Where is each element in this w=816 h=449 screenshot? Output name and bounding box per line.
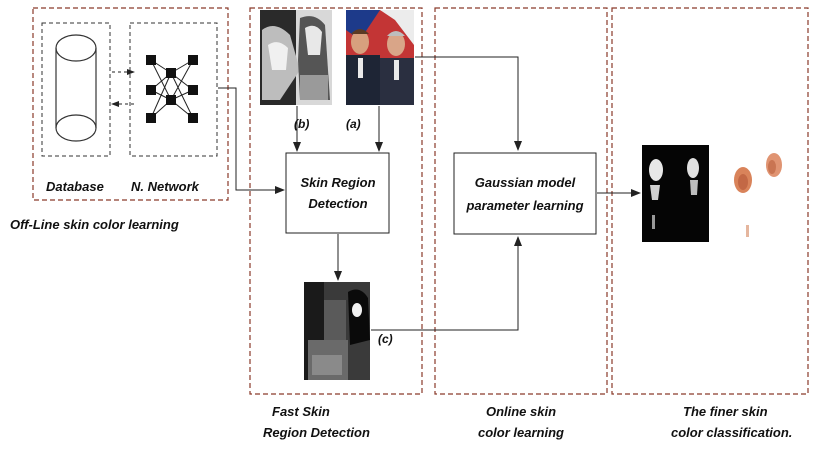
finer-panel-border [611, 7, 809, 395]
gaussian-box-line1: Gaussian model [475, 175, 576, 190]
panel-borders [32, 7, 809, 395]
finer-caption-line1: The finer skin [683, 404, 768, 419]
image-b [260, 10, 332, 105]
offline-panel-border [32, 7, 229, 201]
online-caption-line2: color learning [478, 425, 564, 440]
network-box [129, 22, 218, 157]
gaussian-box-line2: parameter learning [465, 198, 583, 213]
label-b: (b) [294, 117, 309, 131]
image-a [346, 10, 414, 105]
database-label: Database [46, 179, 104, 194]
detection-box-line1: Skin Region [300, 175, 375, 190]
fast-caption-line2: Region Detection [263, 425, 370, 440]
online-panel-border [434, 7, 608, 395]
neural-network-icon [146, 55, 198, 123]
online-caption-line1: Online skin [486, 404, 556, 419]
skin-region-detection-box [285, 152, 390, 234]
image-finer-skin [728, 145, 793, 242]
network-label: N. Network [131, 179, 200, 194]
gaussian-model-box [453, 152, 597, 235]
label-c: (c) [378, 332, 393, 346]
database-icon [55, 34, 97, 142]
arrow-network-to-detection [218, 87, 285, 194]
offline-caption: Off-Line skin color learning [10, 217, 179, 232]
arrow-image-a-to-gaussian [415, 56, 522, 151]
finer-caption-line2: color classification. [671, 425, 792, 440]
image-finer-mask [642, 145, 709, 242]
fast-caption-line1: Fast Skin [272, 404, 330, 419]
arrow-image-c-to-gaussian [371, 236, 522, 331]
db-nn-arrows [111, 69, 135, 107]
database-box [41, 22, 111, 157]
fast-panel-border [249, 7, 423, 395]
label-a: (a) [346, 117, 361, 131]
image-c [304, 282, 370, 380]
detection-box-line2: Detection [308, 196, 367, 211]
